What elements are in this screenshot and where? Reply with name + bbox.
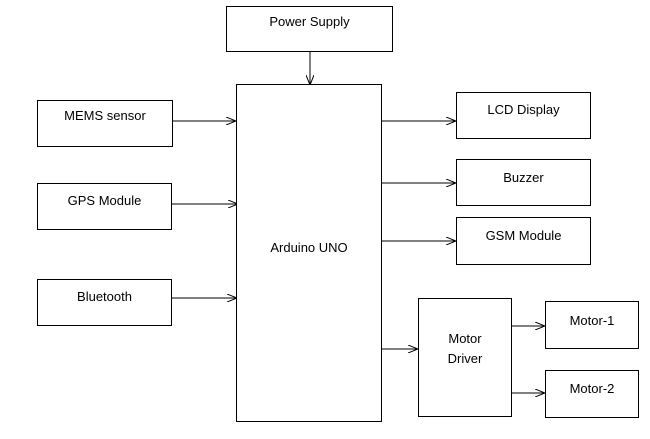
bluetooth-block: Bluetooth [37,279,172,326]
gps-module-block: GPS Module [37,183,172,230]
motor-driver-label-line-2: Driver [447,351,483,366]
buzzer-label: Buzzer [503,169,544,185]
arduino-uno-block: Arduino UNO [236,84,382,422]
bluetooth-label: Bluetooth [77,289,132,304]
gps-module-label: GPS Module [67,193,142,208]
buzzer-block: Buzzer [456,159,591,206]
motor-2-block: Motor-2 [545,370,639,418]
arduino-uno-label: Arduino UNO [270,239,348,255]
mems-sensor-block: MEMS sensor [37,100,173,147]
motor-driver-block: Motor Driver [418,298,512,417]
gsm-module-block: GSM Module [456,217,591,265]
lcd-display-label: LCD Display [487,101,560,117]
mems-sensor-label: MEMS sensor [64,107,146,123]
power-supply-label: Power Supply [269,14,350,29]
motor-1-block: Motor-1 [545,301,639,349]
gsm-module-label: GSM Module [485,227,562,243]
power-supply-block: Power Supply [226,6,393,52]
lcd-display-block: LCD Display [456,92,591,139]
motor-2-label: Motor-2 [569,381,615,396]
motor-1-label: Motor-1 [569,313,615,328]
motor-driver-label-line-1: Motor [448,331,482,346]
